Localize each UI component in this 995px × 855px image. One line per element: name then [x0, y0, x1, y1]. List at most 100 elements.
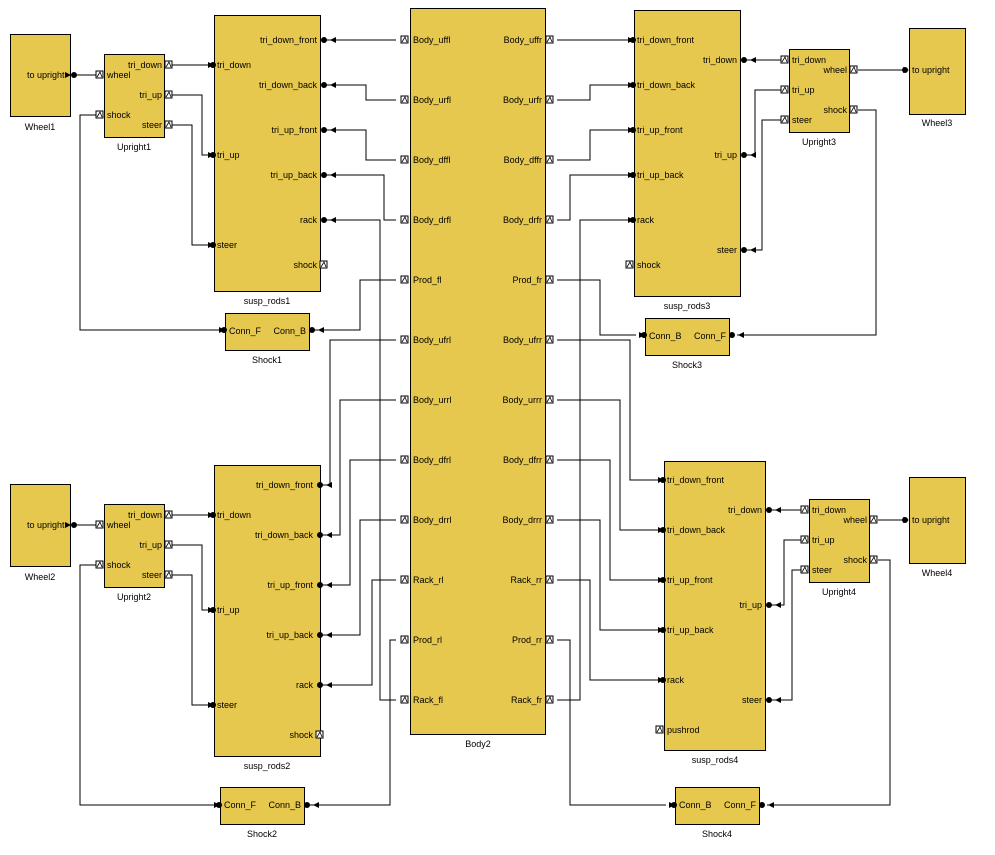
port-label: tri_down	[127, 60, 162, 70]
wheel2-block[interactable]	[10, 484, 71, 567]
shock4-block[interactable]	[675, 787, 760, 825]
port-label: tri_down_front	[667, 475, 725, 485]
block-caption: Shock2	[246, 829, 278, 839]
port-label: Prod_fl	[413, 275, 442, 285]
port-label: rack	[667, 675, 685, 685]
wire-prodfr-shock3	[557, 279, 636, 336]
wire-sr1-urfl	[323, 84, 396, 101]
port-label: Prod_rr	[511, 635, 542, 645]
port-label: tri_down	[727, 505, 762, 515]
upright3-block[interactable]	[789, 49, 850, 133]
port-label: tri_down_back	[254, 530, 313, 540]
wire-sr4-u4-triup	[772, 539, 802, 606]
port-label: tri_down_back	[637, 80, 696, 90]
wire-u2-shock2	[79, 564, 220, 806]
block-caption: Upright1	[116, 142, 152, 152]
block-caption: Wheel3	[921, 118, 953, 128]
wire-u4-shock4	[767, 559, 891, 806]
block-caption: Shock1	[251, 355, 283, 365]
port-label: shock	[107, 560, 131, 570]
port-label: to upright	[27, 70, 65, 80]
port-label: Body_dffl	[413, 155, 451, 165]
wire-drfr-sr3	[557, 174, 628, 221]
port-label: tri_up	[217, 150, 240, 160]
port-label: Body_dfrl	[413, 455, 452, 465]
port-label: Rack_fr	[510, 695, 542, 705]
port-label: Body_urrl	[413, 395, 452, 405]
shock1-block[interactable]	[225, 313, 310, 351]
port-label: Rack_rl	[413, 575, 444, 585]
port-label: tri_down	[217, 510, 252, 520]
port-label: Body_dffr	[503, 155, 542, 165]
block-caption: Shock4	[701, 829, 733, 839]
port-label: tri_down_front	[259, 35, 317, 45]
port-label: pushrod	[667, 725, 700, 735]
port-label: tri_up	[739, 600, 762, 610]
block-caption: Body2	[465, 739, 491, 749]
port-label: wheel	[823, 65, 847, 75]
block-caption: Upright2	[116, 592, 152, 602]
port-label: Conn_B	[649, 331, 682, 341]
port-label: tri_up_back	[667, 625, 714, 635]
port-label: Body_uffl	[413, 35, 451, 45]
port-label: Body_ufrl	[413, 335, 452, 345]
block-caption: Wheel4	[921, 568, 953, 578]
port-label: Body_uffr	[503, 35, 542, 45]
wire-rackrr-sr4	[557, 579, 658, 681]
wire-u3-shock3	[737, 109, 877, 336]
port-label: tri_up	[217, 605, 240, 615]
wheel3-block[interactable]	[909, 28, 966, 115]
susp-rods2-block[interactable]	[214, 465, 321, 757]
port-label: to upright	[27, 520, 65, 530]
block-caption: Wheel1	[24, 122, 56, 132]
port-label: rack	[637, 215, 655, 225]
port-label: steer	[741, 695, 762, 705]
susp-rods1-block[interactable]	[214, 15, 321, 292]
susp-rods3-block[interactable]	[634, 10, 741, 297]
wire-sr2-drrl	[323, 519, 396, 636]
port-label: shock	[637, 260, 661, 270]
port-label: shock	[843, 555, 867, 565]
wire-sr1-dffl	[323, 129, 396, 161]
port-label: tri_down	[702, 55, 737, 65]
port-label: tri_down	[217, 60, 252, 70]
port-label: shock	[293, 260, 317, 270]
port-label: tri_up_front	[667, 575, 713, 585]
port-label: Prod_rl	[413, 635, 443, 645]
port-label: steer	[716, 245, 737, 255]
wire-sr3-u3-triup	[747, 89, 782, 156]
block-caption: susp_rods1	[243, 296, 291, 306]
wire-shock1-prodfl	[311, 279, 396, 331]
wire-ufrr-sr4	[557, 339, 658, 481]
wheel4-block[interactable]	[909, 477, 966, 564]
port-label: wheel	[843, 515, 867, 525]
port-label: tri_down_front	[255, 480, 313, 490]
wire-sr2-dfrl	[323, 459, 396, 586]
port-label: to upright	[912, 515, 950, 525]
upright4-block[interactable]	[809, 499, 870, 583]
port-label: tri_up	[812, 535, 835, 545]
port-label: tri_up	[714, 150, 737, 160]
port-label: Conn_B	[268, 800, 301, 810]
port-label: Conn_F	[693, 331, 726, 341]
body2-block[interactable]	[410, 8, 546, 735]
port-label: shock	[823, 105, 847, 115]
port-label: tri_up_back	[266, 630, 313, 640]
port-label: steer	[217, 240, 238, 250]
port-label: Body_dfrr	[502, 455, 542, 465]
wire-sr2-rackrl	[323, 579, 396, 686]
susp-rods4-block[interactable]	[664, 461, 766, 751]
port-label: Body_urrr	[502, 395, 542, 405]
port-label: Conn_F	[723, 800, 756, 810]
wire-prodrr-shock4	[557, 639, 666, 806]
wire-dfrr-sr4	[557, 459, 658, 581]
port-label: tri_down	[812, 505, 847, 515]
port-label: rack	[299, 215, 317, 225]
port-label: Body_ufrr	[502, 335, 542, 345]
port-label: steer	[141, 570, 162, 580]
wire-u1-shock1	[79, 114, 225, 331]
port-label: Rack_fl	[413, 695, 444, 705]
port-label: steer	[141, 120, 162, 130]
wire-u1-steer	[172, 124, 208, 246]
